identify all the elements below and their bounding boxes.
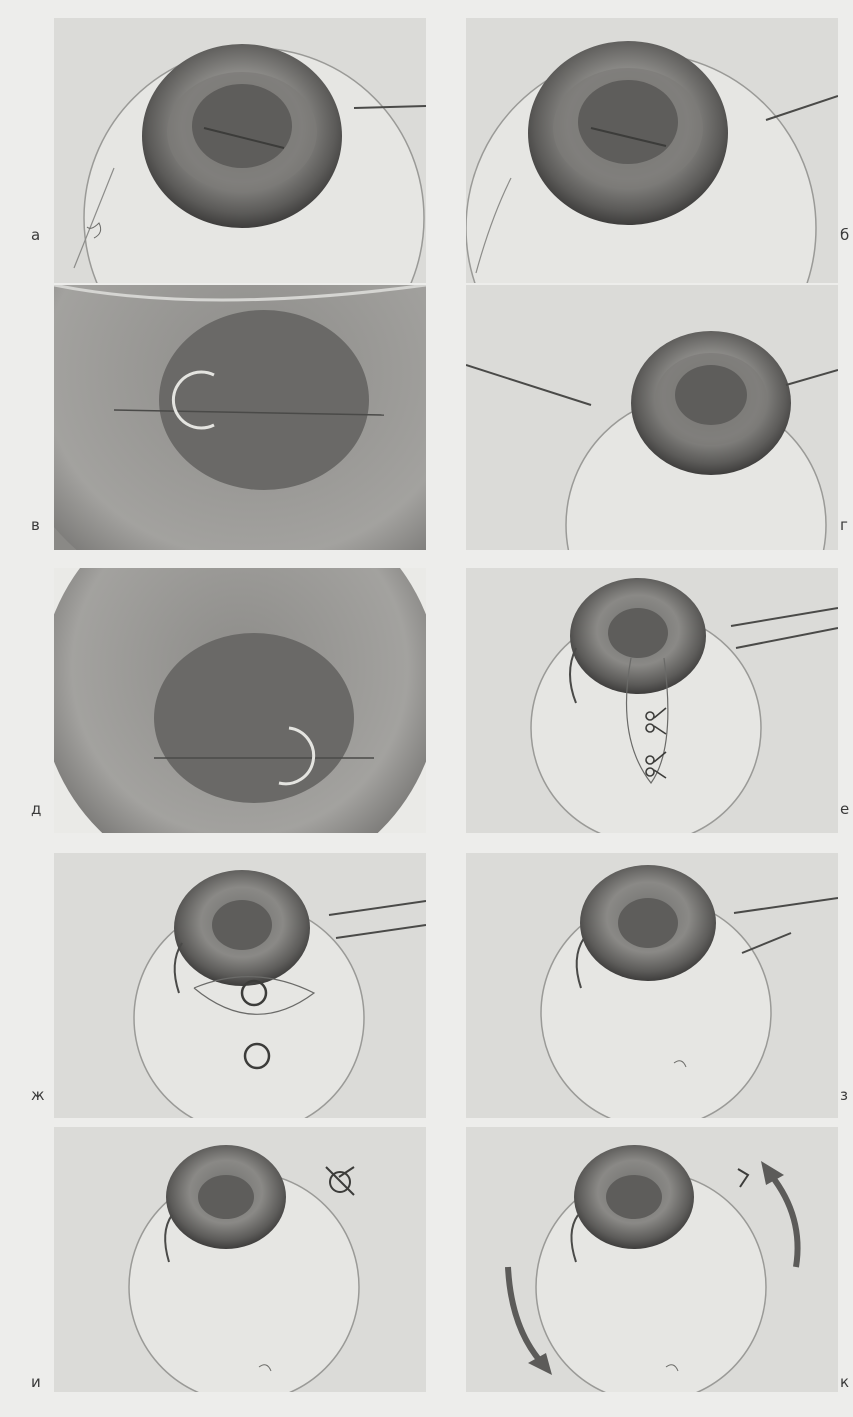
pupil xyxy=(192,84,292,168)
eye-illustration-g xyxy=(466,285,838,550)
figure-panel-i xyxy=(54,1127,426,1392)
panel-label-b: б xyxy=(840,226,849,244)
panel-label-i: и xyxy=(31,1373,41,1391)
figure-panel-v xyxy=(54,285,426,550)
pupil xyxy=(212,900,272,950)
panel-label-k: к xyxy=(840,1373,849,1391)
panel-label-zh: ж xyxy=(31,1086,45,1104)
pupil xyxy=(159,310,369,490)
eye-illustration-z xyxy=(466,853,838,1118)
pupil xyxy=(578,80,678,164)
figure-panel-zh xyxy=(54,853,426,1118)
figure-panel-z xyxy=(466,853,838,1118)
panel-label-e: е xyxy=(840,800,849,818)
eye-illustration-zh xyxy=(54,853,426,1118)
figure-panel-k xyxy=(466,1127,838,1392)
panel-label-d: д xyxy=(31,800,41,818)
figure-panel-a xyxy=(54,18,426,283)
panel-label-g: г xyxy=(840,516,848,534)
pupil xyxy=(675,365,747,425)
panel-label-z: з xyxy=(840,1086,848,1104)
figure-panel-d xyxy=(54,568,426,833)
eye-illustration-k xyxy=(466,1127,838,1392)
pupil xyxy=(608,608,668,658)
panel-label-a: а xyxy=(31,226,40,244)
eye-closeup-v xyxy=(54,285,426,550)
figure-panel-b xyxy=(466,18,838,283)
eye-illustration-i xyxy=(54,1127,426,1392)
panel-label-v: в xyxy=(31,516,40,534)
eye-closeup-d xyxy=(54,568,426,833)
pupil xyxy=(606,1175,662,1219)
figure-panel-e xyxy=(466,568,838,833)
pupil xyxy=(618,898,678,948)
pupil xyxy=(154,633,354,803)
eye-illustration-b xyxy=(466,18,838,283)
eye-illustration-e xyxy=(466,568,838,833)
eye-illustration-a xyxy=(54,18,426,283)
figure-panel-g xyxy=(466,285,838,550)
pupil xyxy=(198,1175,254,1219)
